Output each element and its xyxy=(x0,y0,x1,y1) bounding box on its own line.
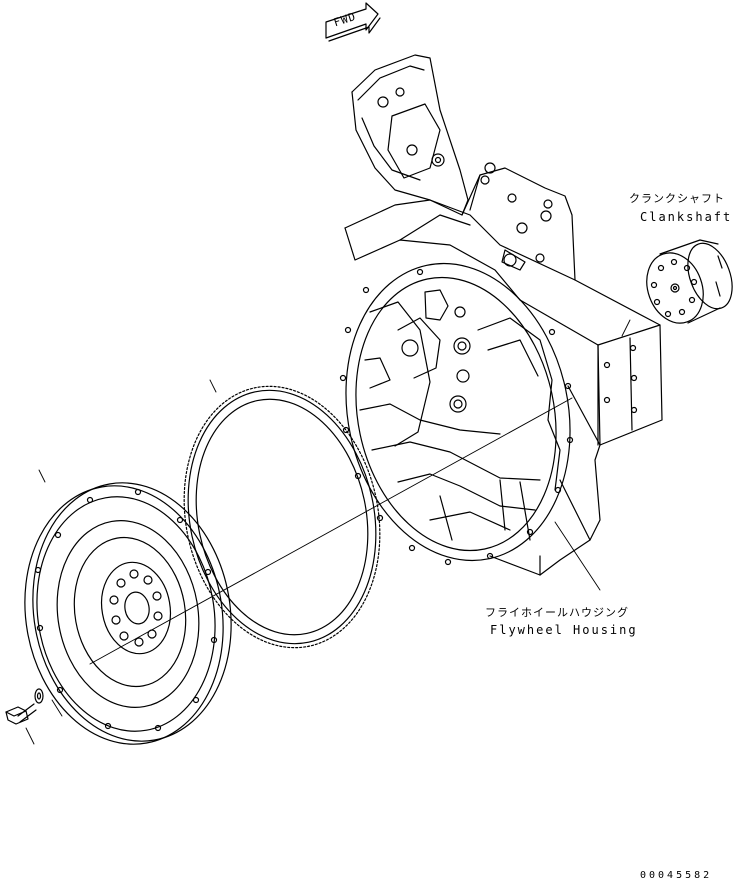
crankshaft-hub xyxy=(646,239,733,324)
flywheel xyxy=(24,482,232,745)
leader-lines xyxy=(25,319,631,745)
ring-gear xyxy=(183,385,381,649)
fwd-arrow-icon xyxy=(325,2,381,42)
flywheel-housing-label-jp: フライホイールハウジング xyxy=(485,606,629,619)
flywheel-housing xyxy=(339,54,663,576)
drawing-number: 00045582 xyxy=(640,870,713,881)
bolt-and-washer xyxy=(5,688,44,725)
flywheel-housing-label-en: Flywheel Housing xyxy=(490,623,638,637)
crankshaft-label-jp: クランクシャフト xyxy=(629,192,725,205)
crankshaft-label-en: Clankshaft xyxy=(640,210,733,224)
